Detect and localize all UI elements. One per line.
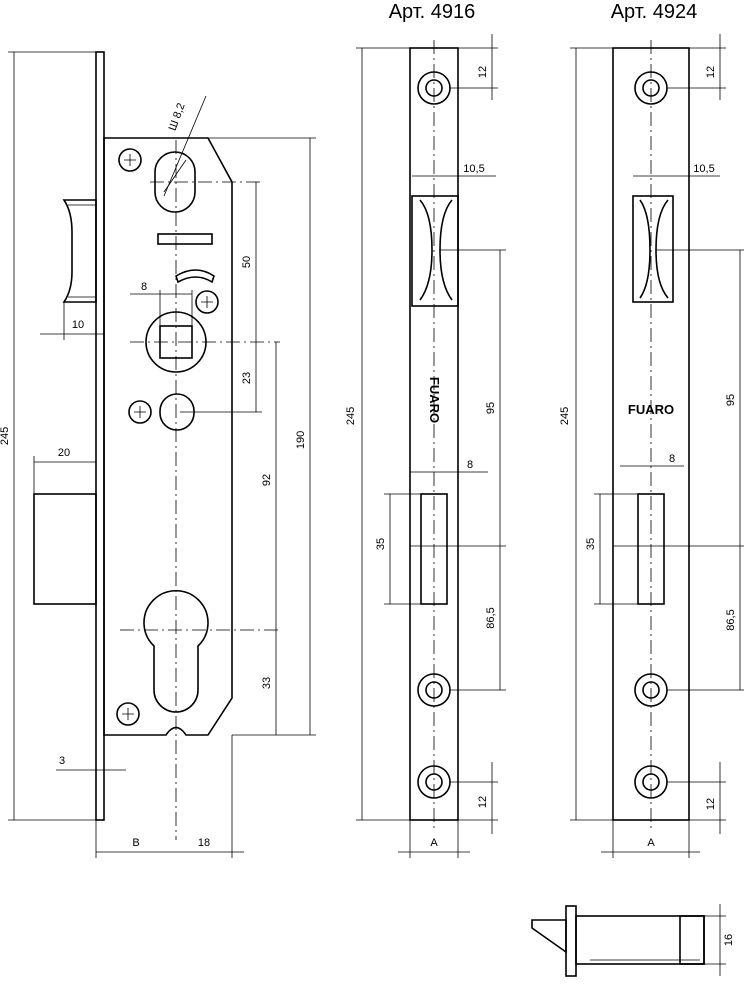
dim-spindle-offset: 23 (241, 372, 253, 384)
dim-4924-width: A (647, 837, 655, 849)
latch-window-4924 (632, 195, 674, 303)
dim-strike-height: 190 (295, 431, 307, 449)
dim-4916-latch-window: 10,5 (463, 163, 484, 175)
faceplate-4916: Арт. 4916 FUARO 245 12 10,5 95 8 35 (345, 1, 506, 858)
dim-4924-bolt-hole: 86,5 (725, 609, 737, 630)
dim-4924-window-height: 35 (585, 538, 597, 550)
curved-slot (175, 269, 215, 284)
dim-4916-width: A (430, 837, 438, 849)
dim-side-height: 16 (723, 934, 735, 946)
dim-4924-hole-bottom: 12 (705, 798, 717, 810)
faceplate-4924: Арт. 4924 FUARO 245 12 10,5 95 8 35 86,5 (559, 1, 744, 858)
dim-spindle-square: 8 (141, 281, 147, 293)
latch-side-tongue (531, 919, 567, 954)
dim-4924-window-width: 8 (669, 453, 675, 465)
dim-4924-latch-window: 10,5 (693, 163, 714, 175)
dim-center-offset: 18 (198, 837, 210, 849)
dim-4924-total: 245 (559, 407, 571, 425)
lock-case (103, 137, 233, 736)
title-art-4916: Арт. 4916 (389, 1, 476, 23)
dim-4916-total: 245 (345, 407, 357, 425)
dim-cylinder-bottom: 33 (261, 677, 273, 689)
cylinder-cutout (143, 590, 209, 713)
dim-4924-latch-bolt: 95 (725, 394, 737, 406)
latch-side-body (575, 915, 705, 965)
dim-4916-bolt-hole: 86,5 (485, 607, 497, 628)
dim-4924-hole-top: 12 (705, 66, 717, 78)
dim-cylinder-center: 92 (261, 474, 273, 486)
lock-side-view: 245 190 50 23 92 33 10 20 3 B 18 (0, 51, 316, 858)
dim-faceplate-thickness: 3 (59, 755, 65, 767)
dead-bolt (33, 493, 97, 605)
dim-backset: B (132, 837, 139, 849)
dim-bolt-width: 20 (58, 447, 70, 459)
dim-latch-depth: 10 (72, 319, 84, 331)
dim-4916-hole-top: 12 (477, 66, 489, 78)
dim-4916-hole-bottom: 12 (477, 796, 489, 808)
dim-4916-window-height: 35 (375, 538, 387, 550)
lock-faceplate (95, 51, 105, 821)
latch-window-4916 (411, 195, 459, 307)
screw-spindle (195, 290, 219, 314)
latch-side-plate (565, 905, 577, 977)
latch-side-view: 16 (531, 904, 735, 977)
bolt-window-4916 (420, 493, 448, 605)
dim-slot-diameter: Ш 8,2 (167, 102, 188, 133)
screw-bottom (116, 702, 140, 726)
screw-middle (128, 400, 152, 424)
bolt-window-4924 (637, 493, 665, 605)
dim-total-height: 245 (0, 427, 11, 445)
dim-to-spindle: 50 (241, 256, 253, 268)
brand-4924: FUARO (628, 402, 674, 417)
brand-4916: FUARO (427, 377, 442, 423)
screw-top (118, 148, 142, 172)
dim-4916-latch-bolt: 95 (485, 402, 497, 414)
title-art-4924: Арт. 4924 (611, 1, 698, 23)
latch-bolt (62, 199, 97, 303)
rect-slot (157, 233, 213, 245)
dim-4916-window-width: 8 (467, 459, 473, 471)
